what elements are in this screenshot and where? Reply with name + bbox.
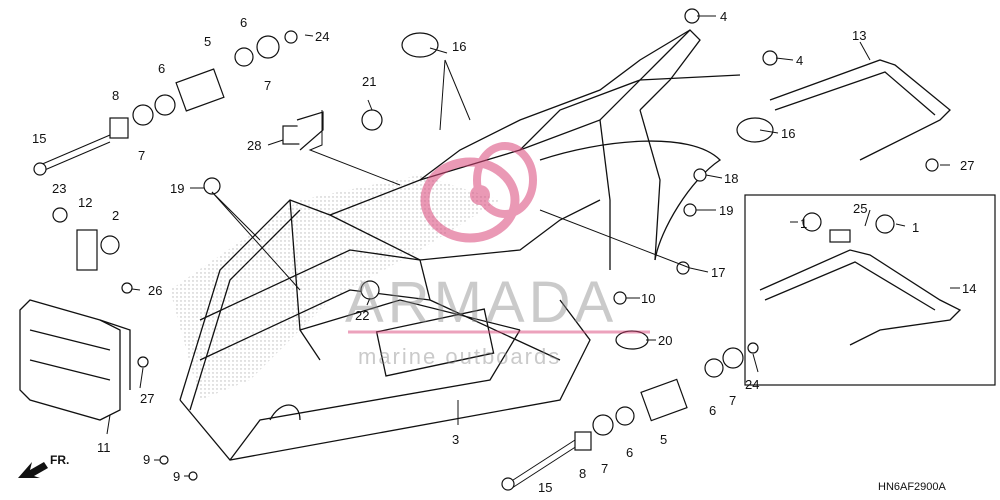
front-guard: [19, 299, 131, 421]
callout-label: 11: [97, 440, 111, 455]
direction-arrow-icon: [18, 462, 48, 478]
inset-box: [744, 194, 996, 386]
callout-label: 13: [852, 28, 866, 43]
direction-label: FR.: [50, 453, 69, 467]
misc-parts: [159, 8, 939, 481]
callout-label: 3: [452, 432, 459, 447]
callout-label: 26: [148, 283, 162, 298]
callout-label: 1: [912, 220, 919, 235]
callout-label: 7: [138, 148, 145, 163]
callout-label: 16: [452, 39, 466, 54]
callout-label: 4: [720, 9, 727, 24]
callout-label: 7: [264, 78, 271, 93]
callout-label: 23: [52, 181, 66, 196]
frame-shading: [170, 175, 500, 400]
rear-carrier-13: [769, 59, 951, 161]
rear-carrier-14: [759, 212, 962, 346]
callout-label: 22: [355, 308, 369, 323]
callout-label: 15: [32, 131, 46, 146]
callout-label: 19: [170, 181, 184, 196]
callout-label: 27: [140, 391, 154, 406]
callout-label: 24: [315, 29, 329, 44]
callout-label: 6: [709, 403, 716, 418]
callout-label: 10: [641, 291, 655, 306]
callout-label: 16: [781, 126, 795, 141]
callout-label: 1: [800, 216, 807, 231]
callout-label: 17: [711, 265, 725, 280]
callout-label: 7: [601, 461, 608, 476]
callout-label: 8: [112, 88, 119, 103]
callout-label: 8: [579, 466, 586, 481]
callout-label: 6: [240, 15, 247, 30]
callout-label: 6: [158, 61, 165, 76]
leader-lines: [106, 15, 960, 477]
callout-label: 5: [660, 432, 667, 447]
callout-label: 4: [796, 53, 803, 68]
callout-label: 15: [538, 480, 552, 495]
callout-label: 6: [626, 445, 633, 460]
callout-label: 25: [853, 201, 867, 216]
callout-label: 19: [719, 203, 733, 218]
callout-label: 14: [962, 281, 976, 296]
main-frame: [179, 29, 741, 461]
parts-left-cluster: [33, 30, 298, 368]
callout-label: 20: [658, 333, 672, 348]
callout-label: 2: [112, 208, 119, 223]
watermark-tagline: marine outboards: [358, 344, 561, 369]
callout-label: 28: [247, 138, 261, 153]
watermark-brand: ARMADA: [345, 270, 617, 335]
parts-lower-cluster: [501, 342, 759, 491]
watermark-logo-icon: [420, 142, 537, 243]
callout-label: 27: [960, 158, 974, 173]
callout-label: 12: [78, 195, 92, 210]
callout-numbers: 1 1 2 3 4 4 5 5 6 6 6 6 7 7 7 7 8 8 9 9 …: [32, 9, 976, 495]
callout-label: 24: [745, 377, 759, 392]
callout-label: 9: [143, 452, 150, 467]
diagram-code: HN6AF2900A: [878, 481, 947, 493]
callout-label: 21: [362, 74, 376, 89]
callout-label: 7: [729, 393, 736, 408]
callout-label: 18: [724, 171, 738, 186]
callout-label: 9: [173, 469, 180, 484]
callout-label: 5: [204, 34, 211, 49]
